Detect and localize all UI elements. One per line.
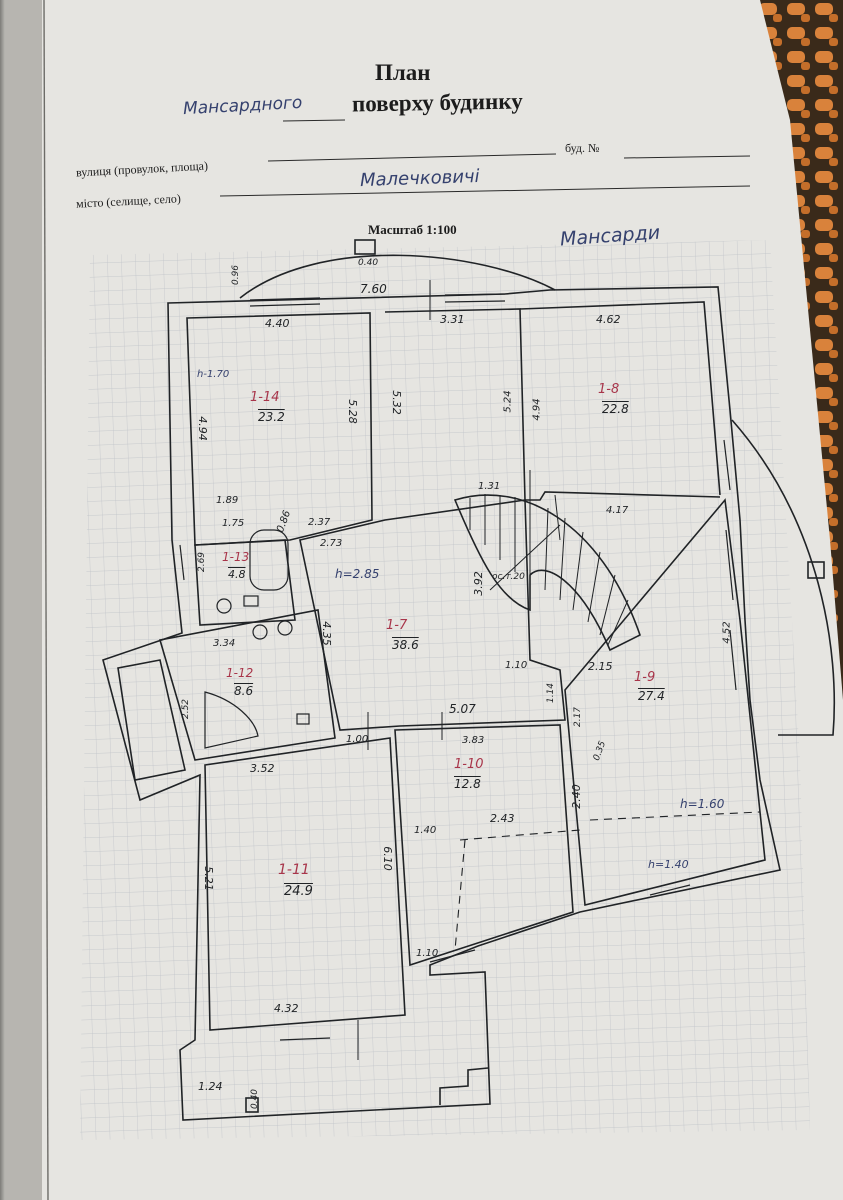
room-id: 1-9 [634, 670, 656, 685]
dimension-label: 1.89 [216, 495, 239, 506]
room-area: 4.8 [228, 568, 246, 581]
dimension-label: 1.00 [346, 734, 369, 745]
dimension-label: 0.40 [250, 1088, 261, 1110]
dimension-label: 5.32 [389, 390, 403, 415]
room-area: 27.4 [638, 689, 665, 703]
dimension-label: 0.96 [231, 264, 242, 286]
dimension-label: 4.94 [195, 416, 209, 441]
dimension-label: 4.32 [274, 1002, 299, 1015]
height-mark: h=1.40 [648, 858, 689, 871]
dimension-label: 7.60 [360, 282, 387, 296]
dimension-label: 2.40 [569, 784, 583, 809]
room-id: 1-14 [250, 390, 280, 405]
room-id: 1-12 [226, 666, 254, 680]
dimension-label: 5.07 [449, 702, 476, 716]
room-area: 23.2 [258, 410, 285, 424]
dimension-label: 4.35 [319, 621, 333, 646]
dimension-label: 2.52 [181, 698, 192, 720]
room-area: 38.6 [392, 638, 419, 652]
dimension-label: 3.83 [462, 735, 485, 746]
room-id: 1-8 [598, 382, 620, 397]
dimension-label: 3.92 [471, 571, 485, 596]
room-id: 1-11 [278, 862, 310, 878]
dimension-label: 3.34 [213, 638, 236, 649]
dimension-label: 0.40 [358, 258, 379, 268]
room-area: 8.6 [234, 684, 254, 698]
dimension-label: 3.31 [440, 313, 465, 326]
dimension-label: 2.15 [588, 660, 613, 673]
stair-label: ос.т.20 [492, 572, 525, 582]
title-line2: поверху будинку [351, 88, 523, 117]
graph-grid [80, 240, 810, 1140]
dimension-label: 1.10 [505, 660, 528, 671]
city-value: Малечковичі [359, 165, 480, 192]
dimension-label: 2.43 [490, 812, 515, 825]
dimension-label: 1.75 [222, 518, 245, 529]
dimension-label: 4.62 [596, 313, 621, 326]
height-mark: h-1.70 [197, 369, 230, 380]
room-id: 1-7 [386, 618, 408, 633]
dimension-label: 4.40 [265, 317, 290, 330]
building-number-label: буд. № [565, 141, 600, 155]
dimension-label: 1.31 [478, 481, 501, 492]
dimension-label: 5.24 [502, 390, 514, 413]
dimension-label: 5.21 [201, 866, 215, 891]
dimension-label: 4.17 [606, 505, 629, 516]
dimension-label: 1.24 [198, 1080, 223, 1093]
dimension-label: 4.94 [531, 398, 543, 421]
dimension-label: 6.10 [380, 846, 394, 871]
dimension-label: 2.37 [308, 517, 331, 528]
dimension-label: 3.52 [250, 762, 275, 775]
dimension-label: 5.28 [345, 399, 359, 424]
floor-plan [102, 239, 836, 1121]
dimension-label: 4.52 [721, 621, 733, 644]
room-id: 1-13 [222, 550, 250, 564]
dimension-label: 1.40 [414, 825, 437, 836]
room-area: 24.9 [284, 884, 313, 899]
scale-label: Масштаб 1:100 [368, 222, 457, 237]
dimension-label: 2.69 [197, 551, 208, 573]
form-lines [219, 119, 751, 197]
room-area: 22.8 [602, 402, 629, 416]
dimension-label: 1.10 [416, 948, 439, 959]
room-id: 1-10 [454, 757, 484, 772]
room-area: 12.8 [454, 777, 481, 791]
dimension-label: 2.17 [573, 706, 584, 728]
height-mark: h=1.60 [680, 797, 725, 811]
height-mark: h=2.85 [335, 567, 380, 581]
dimension-label: 2.73 [320, 538, 343, 549]
title-line1: План [375, 60, 431, 85]
dimension-label: 1.14 [546, 682, 557, 704]
